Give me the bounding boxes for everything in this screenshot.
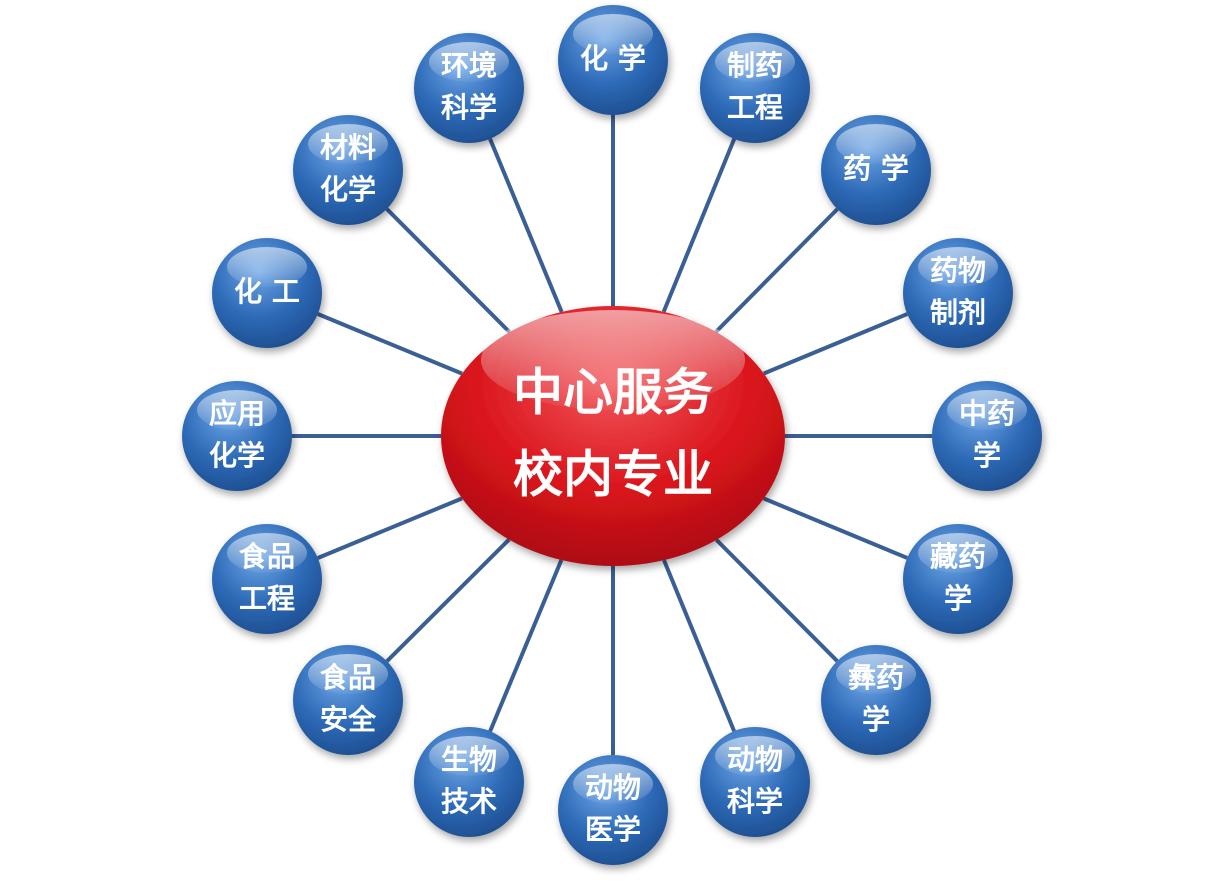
connector-line xyxy=(488,559,564,732)
connector-line xyxy=(317,312,463,376)
major-node-gloss xyxy=(308,124,388,164)
major-node: 药 学 xyxy=(821,115,931,225)
major-label: 化 工 xyxy=(234,275,300,308)
major-label: 食品 xyxy=(239,540,295,573)
major-label: 科学 xyxy=(441,91,497,124)
major-label: 化学 xyxy=(209,439,265,472)
major-node-gloss xyxy=(429,736,509,776)
major-label: 学 xyxy=(862,703,890,736)
major-label: 学 xyxy=(944,582,972,615)
major-node-gloss xyxy=(573,764,653,804)
major-label: 材料 xyxy=(320,131,376,164)
connector-line xyxy=(488,138,564,313)
major-node-gloss xyxy=(227,247,307,287)
major-node-gloss xyxy=(227,533,307,573)
major-node-gloss xyxy=(715,42,795,82)
major-node-gloss xyxy=(197,390,277,430)
major-node-gloss xyxy=(715,736,795,776)
major-label: 技术 xyxy=(441,785,497,818)
major-nodes: 化 学制药工程药 学药物制剂中药学藏药学彝药学动物科学动物医学生物技术食品安全食… xyxy=(182,5,1042,865)
major-label: 安全 xyxy=(320,703,377,736)
major-label: 中药 xyxy=(959,397,1015,430)
major-label: 医学 xyxy=(585,813,641,846)
hub-title-line-1: 中心服务 xyxy=(513,364,713,422)
major-node: 藏药学 xyxy=(903,524,1013,634)
connector-line xyxy=(763,312,908,376)
major-node-gloss xyxy=(573,14,653,54)
major-label: 化学 xyxy=(320,173,376,206)
major-label: 科学 xyxy=(727,785,783,818)
major-label: 环境 xyxy=(441,49,497,82)
connector-line xyxy=(662,559,736,732)
connector-line xyxy=(385,207,511,334)
connector-line xyxy=(763,496,908,560)
major-node-gloss xyxy=(947,390,1027,430)
major-node: 中药学 xyxy=(932,381,1042,491)
major-node: 彝药学 xyxy=(821,645,931,755)
major-node-gloss xyxy=(429,42,509,82)
major-label: 化 学 xyxy=(580,42,646,75)
major-label: 药 学 xyxy=(843,152,909,185)
major-label: 工程 xyxy=(727,91,783,124)
center-hub: 中心服务 校内专业 xyxy=(441,306,785,566)
major-label: 制剂 xyxy=(930,296,986,329)
major-label: 动物 xyxy=(727,743,783,776)
major-label: 应用 xyxy=(209,397,265,430)
major-label: 动物 xyxy=(585,771,641,804)
connector-lines xyxy=(292,115,932,755)
hub-gloss xyxy=(481,310,745,410)
hub-title-line-2: 校内专业 xyxy=(513,446,713,504)
connector-line xyxy=(317,496,463,560)
major-node: 化 工 xyxy=(212,238,322,348)
major-node: 化 学 xyxy=(558,5,668,115)
major-node-gloss xyxy=(836,654,916,694)
major-node-gloss xyxy=(308,654,388,694)
major-node-gloss xyxy=(918,533,998,573)
major-label: 学 xyxy=(973,439,1001,472)
major-node-gloss xyxy=(918,247,998,287)
major-label: 工程 xyxy=(239,582,295,615)
connector-line xyxy=(385,538,511,663)
connector-line xyxy=(714,207,839,334)
major-node-gloss xyxy=(836,124,916,164)
major-label: 彝药 xyxy=(848,661,904,694)
major-label: 食品 xyxy=(320,661,376,694)
major-label: 生物 xyxy=(441,743,497,776)
major-label: 藏药 xyxy=(930,540,986,573)
connector-line xyxy=(661,138,737,313)
major-label: 药物 xyxy=(930,254,986,287)
connector-line xyxy=(715,538,839,663)
major-label: 制药 xyxy=(727,49,783,82)
